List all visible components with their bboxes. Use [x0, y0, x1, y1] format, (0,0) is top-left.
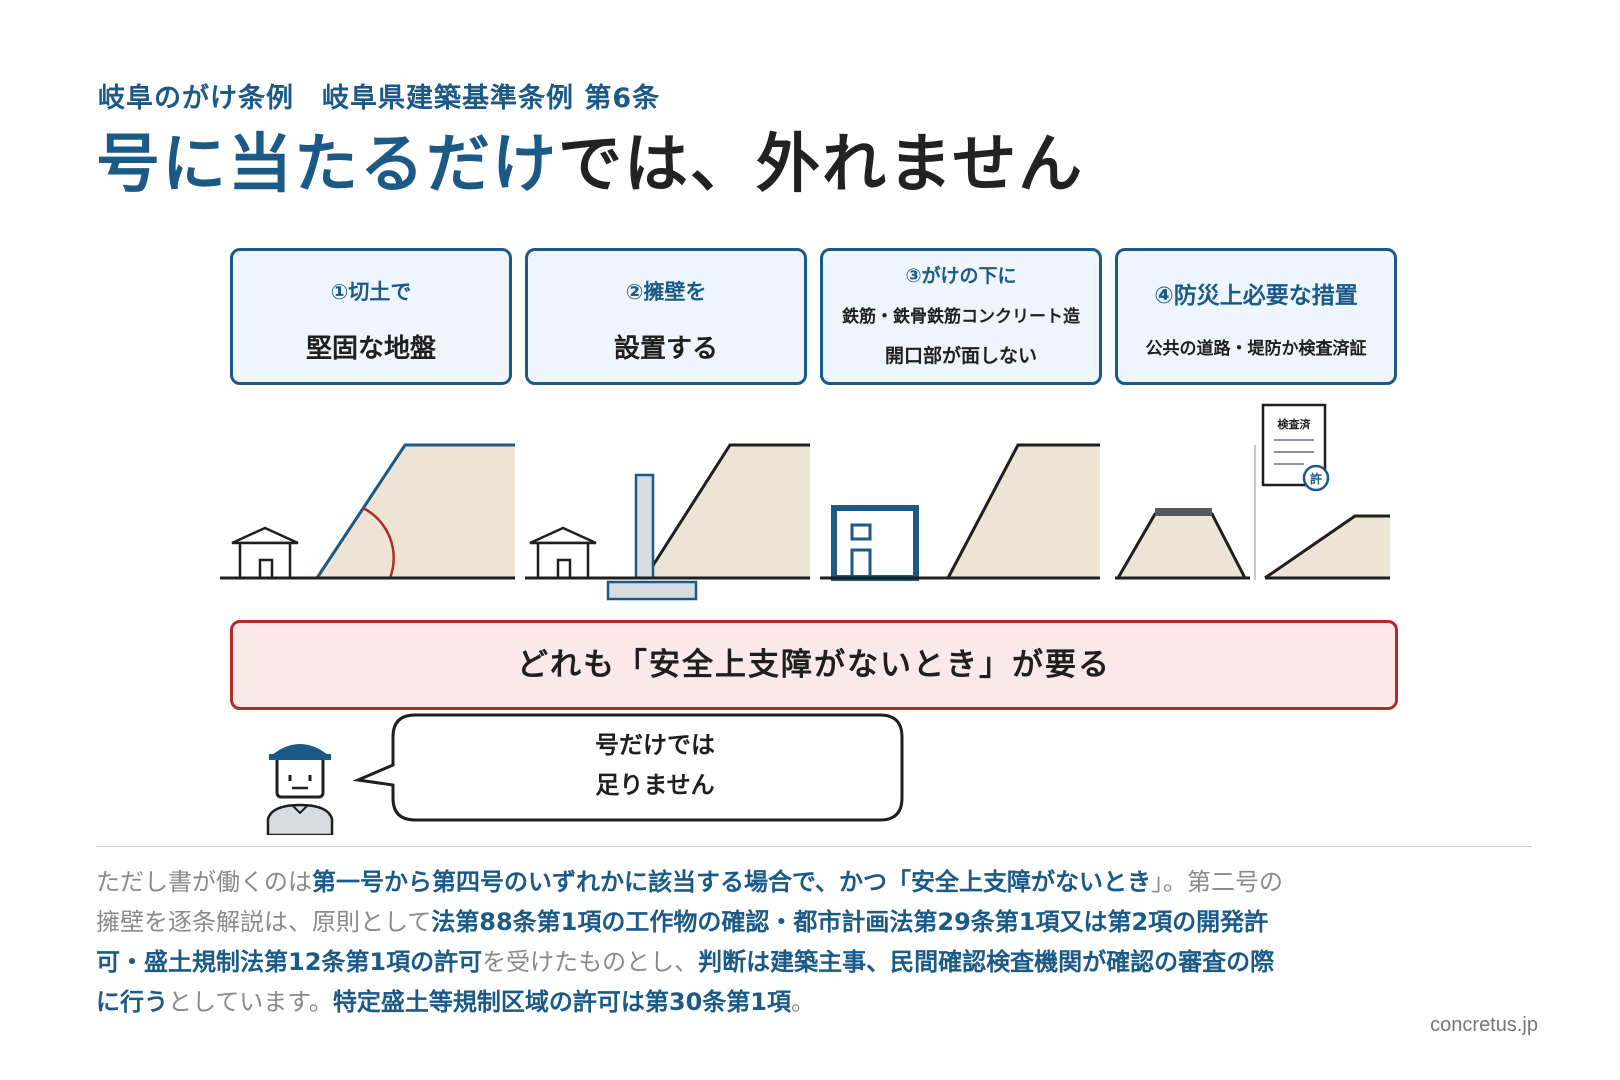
illustration-retaining-wall [525, 443, 810, 601]
condition-illustrations: 検査済 許 [220, 403, 1390, 601]
stamp-icon [1302, 464, 1330, 492]
slope-angle-arc [362, 506, 395, 579]
page-title: 号に当たるだけでは、外れません [96, 130, 1084, 200]
small-slope-earth [1265, 516, 1390, 578]
speech-text: 号だけでは 足りません [410, 725, 900, 805]
condition-4-line1: ④防災上必要な措置 [1154, 283, 1358, 309]
certificate-icon: 検査済 許 [1261, 403, 1330, 492]
stamp-label: 許 [1310, 471, 1322, 486]
condition-box-1: ①切土で 堅固な地盤 [230, 248, 512, 385]
para-seg-7: としています。 [168, 988, 333, 1016]
condition-box-4: ④防災上必要な措置 公共の道路・堤防か検査済証 [1115, 248, 1397, 385]
site-credit: concretus.jp [1430, 1014, 1538, 1036]
requirement-banner: どれも「安全上支障がないとき」が要る [230, 620, 1398, 710]
condition-3-line1: ③がけの下に [905, 265, 1017, 287]
cut-slope-edge [315, 443, 515, 579]
condition-3-line3: 開口部が面しない [884, 345, 1037, 367]
condition-2-line2: 設置する [613, 334, 718, 364]
condition-2-line1: ②擁壁を [625, 280, 707, 304]
levee-earth [1115, 512, 1248, 580]
rc-slope-edge [946, 443, 1100, 579]
certificate-label: 検査済 [1278, 417, 1312, 431]
speech-line1: 号だけでは [595, 731, 715, 759]
cut-slope-earth [317, 445, 515, 578]
title-rest: では、外れません [558, 128, 1085, 202]
para-seg-9: 。 [791, 988, 815, 1016]
para-seg-8: 特定盛土等規制区域の許可は第30条第1項 [332, 988, 791, 1016]
illustration-rc-building [820, 443, 1100, 581]
title-accent: 号に当たるだけ [96, 128, 558, 202]
illustration-protective-measures: 検査済 許 [1115, 403, 1390, 580]
road-surface [1155, 508, 1212, 516]
para-seg-4: 法第88条第1項の工作物の確認・都市計画法第29条第1項又は第2項の開発許可・盛… [96, 908, 1269, 976]
speech-bubble [352, 713, 904, 822]
para-seg-6: 判断は建築主事、民間確認検査機関が確認の審査の際に行う [96, 948, 1275, 1016]
subtitle: 岐阜のがけ条例 岐阜県建築基準条例 第6条 [98, 83, 661, 114]
retaining-wall-footing [606, 580, 698, 601]
condition-1-line2: 堅固な地盤 [305, 334, 436, 364]
illustration-cut-slope [220, 443, 515, 580]
avatar-cap-brim [269, 754, 331, 760]
retaining-slope-edge [643, 443, 810, 579]
para-seg-3: 」。第二号の擁壁を逐条解説は、原則として [96, 868, 1284, 936]
condition-1-line1: ①切土で [330, 280, 412, 304]
retaining-wall-stem [634, 473, 655, 580]
condition-3-line2: 鉄筋・鉄骨鉄筋コンクリート造 [842, 307, 1080, 327]
inspector-avatar [266, 744, 334, 835]
explanation-paragraph: ただし書が働くのは第一号から第四号のいずれかに該当する場合で、かつ「安全上支障が… [96, 862, 1296, 1022]
house-icon [231, 526, 299, 580]
rc-building-icon [831, 505, 919, 581]
condition-4-line2: 公共の道路・堤防か検査済証 [1145, 339, 1367, 359]
para-seg-1: ただし書が働くのは [96, 868, 312, 896]
avatar-body [266, 803, 334, 835]
divider [96, 846, 1532, 847]
para-seg-2: 第一号から第四号のいずれかに該当する場合で、かつ「安全上支障がないとき [312, 868, 1152, 896]
condition-box-2: ②擁壁を 設置する [525, 248, 807, 385]
house-icon-2 [529, 526, 597, 580]
rc-slope-earth [948, 445, 1100, 578]
speech-line2: 足りません [595, 771, 715, 799]
para-seg-5: を受けたものとし、 [482, 948, 699, 976]
small-slope-edge [1264, 514, 1390, 580]
condition-box-3: ③がけの下に 鉄筋・鉄骨鉄筋コンクリート造 開口部が面しない [820, 248, 1102, 385]
retaining-earth [645, 445, 810, 578]
